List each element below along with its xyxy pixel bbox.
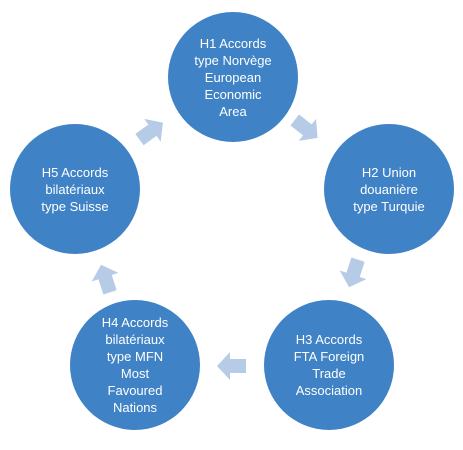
arrow-h3-h4-icon [217,352,246,380]
node-h4-label: H4 Accords bilatériaux type MFN Most Fav… [101,315,169,415]
node-h1: H1 Accords type Norvège European Economi… [168,12,298,142]
node-h3: H3 Accords FTA Foreign Trade Association [264,300,394,430]
arrow-h5-h1-icon [135,118,163,146]
node-h1-label: H1 Accords type Norvège European Economi… [194,35,272,119]
node-h5: H5 Accords bilatériaux type Suisse [10,124,140,254]
arrow-h4-h5-icon [91,264,119,295]
arrow-h2-h3-icon [339,257,367,288]
node-h4: H4 Accords bilatériaux type MFN Most Fav… [70,300,200,430]
node-h3-label: H3 Accords FTA Foreign Trade Association [293,332,365,398]
node-h5-label: H5 Accords bilatériaux type Suisse [41,164,109,214]
arrow-h1-h2-icon [290,114,318,141]
node-h2: H2 Union douanière type Turquie [324,124,454,254]
node-h2-label: H2 Union douanière type Turquie [353,164,425,214]
